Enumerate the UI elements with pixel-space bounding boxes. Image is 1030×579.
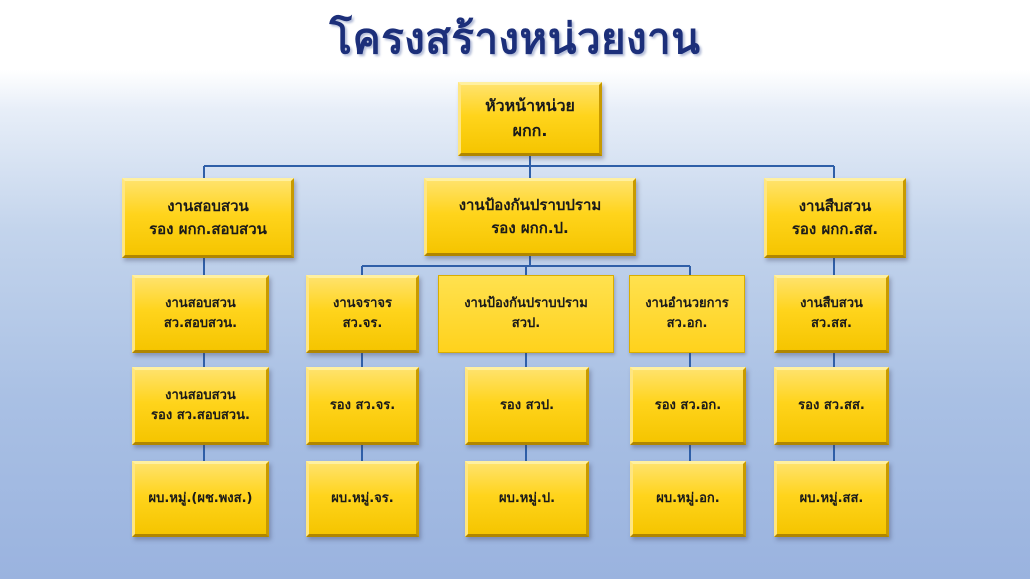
division-prevention-box: งานป้องกันปราบปราม รอง ผกก.ป. bbox=[424, 178, 636, 256]
unit-detective-deputy-box: รอง สว.สส. bbox=[774, 367, 889, 445]
unit-admin-deputy-box: รอง สว.อก. bbox=[630, 367, 746, 445]
division-detective-box: งานสืบสวน รอง ผกก.สส. bbox=[764, 178, 906, 258]
unit-traffic-sv-box: งานจราจร สว.จร. bbox=[306, 275, 419, 353]
page-title: โครงสร้างหน่วยงาน bbox=[329, 14, 701, 63]
head-box: หัวหน้าหน่วย ผกก. bbox=[458, 82, 602, 156]
unit-prevention-sv-box: งานป้องกันปราบปราม สวป. bbox=[438, 275, 614, 353]
unit-detective-sv-label: งานสืบสวน สว.สส. bbox=[800, 295, 863, 331]
unit-detective-squad-label: ผบ.หมู่.สส. bbox=[799, 490, 864, 506]
unit-traffic-deputy-label: รอง สว.จร. bbox=[329, 397, 396, 413]
unit-investigation-sv-label: งานสอบสวน สว.สอบสวน. bbox=[163, 295, 238, 331]
division-investigation-box: งานสอบสวน รอง ผกก.สอบสวน bbox=[122, 178, 294, 258]
unit-traffic-squad-label: ผบ.หมู่.จร. bbox=[331, 490, 394, 506]
unit-admin-deputy-label: รอง สว.อก. bbox=[654, 397, 722, 413]
unit-prevention-squad-label: ผบ.หมู่.ป. bbox=[498, 490, 556, 506]
division-detective-label: งานสืบสวน รอง ผกก.สส. bbox=[791, 196, 879, 238]
unit-investigation-squad-label: ผบ.หมู่.(ผช.พงส.) bbox=[148, 490, 253, 506]
unit-prevention-squad-box: ผบ.หมู่.ป. bbox=[465, 461, 589, 537]
head-label: หัวหน้าหน่วย ผกก. bbox=[485, 96, 575, 140]
unit-investigation-squad-box: ผบ.หมู่.(ผช.พงส.) bbox=[132, 461, 269, 537]
unit-admin-sv-box: งานอำนวยการ สว.อก. bbox=[629, 275, 745, 353]
unit-detective-sv-box: งานสืบสวน สว.สส. bbox=[774, 275, 889, 353]
unit-traffic-squad-box: ผบ.หมู่.จร. bbox=[306, 461, 419, 537]
unit-prevention-deputy-label: รอง สวป. bbox=[499, 397, 555, 413]
unit-detective-squad-box: ผบ.หมู่.สส. bbox=[774, 461, 889, 537]
unit-prevention-deputy-box: รอง สวป. bbox=[465, 367, 589, 445]
unit-investigation-deputy-box: งานสอบสวน รอง สว.สอบสวน. bbox=[132, 367, 269, 445]
unit-investigation-sv-box: งานสอบสวน สว.สอบสวน. bbox=[132, 275, 269, 353]
unit-admin-squad-label: ผบ.หมู่.อก. bbox=[656, 490, 720, 506]
division-investigation-label: งานสอบสวน รอง ผกก.สอบสวน bbox=[149, 196, 267, 238]
unit-traffic-sv-label: งานจราจร สว.จร. bbox=[332, 295, 393, 331]
unit-prevention-sv-label: งานป้องกันปราบปราม สวป. bbox=[464, 295, 588, 331]
unit-detective-deputy-label: รอง สว.สส. bbox=[798, 397, 865, 413]
unit-admin-sv-label: งานอำนวยการ สว.อก. bbox=[645, 295, 729, 331]
division-prevention-label: งานป้องกันปราบปราม รอง ผกก.ป. bbox=[458, 195, 602, 237]
unit-traffic-deputy-box: รอง สว.จร. bbox=[306, 367, 419, 445]
unit-admin-squad-box: ผบ.หมู่.อก. bbox=[630, 461, 746, 537]
unit-investigation-deputy-label: งานสอบสวน รอง สว.สอบสวน. bbox=[151, 387, 250, 423]
